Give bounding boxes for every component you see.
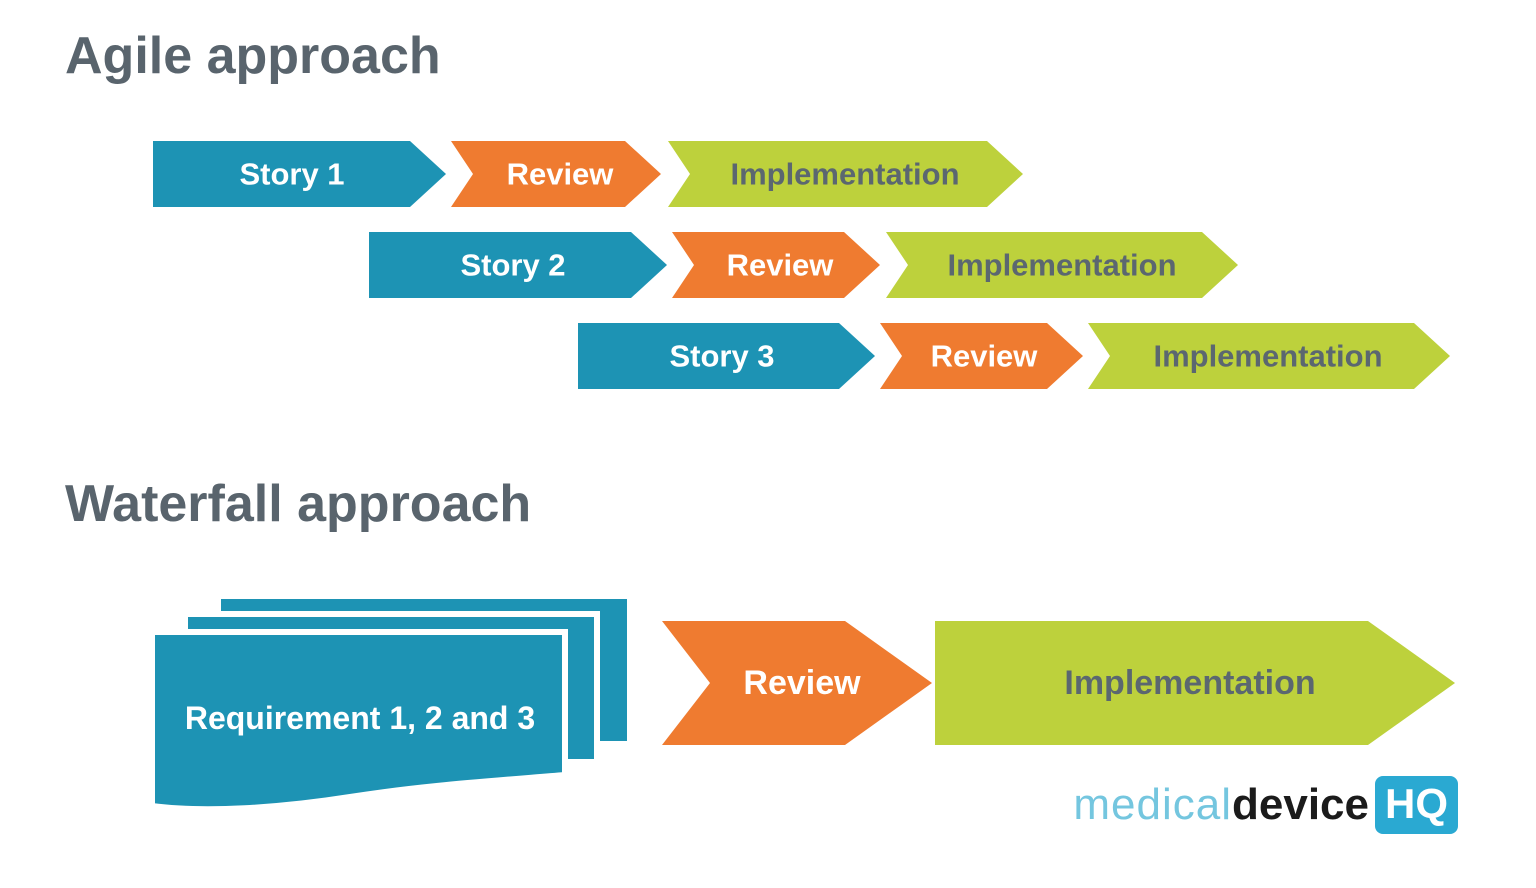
waterfall-section-title: Waterfall approach bbox=[65, 475, 532, 533]
agile-row3-story-arrow bbox=[578, 323, 875, 389]
waterfall-review-label: Review bbox=[743, 664, 861, 702]
agile-row1-story-label: Story 1 bbox=[239, 157, 344, 192]
logo-medical-text: medical bbox=[1073, 780, 1233, 829]
agile-section-title: Agile approach bbox=[65, 27, 441, 85]
requirement-doc-front bbox=[149, 629, 568, 813]
agile-row2-story-label: Story 2 bbox=[460, 248, 565, 283]
logo-device-text: device bbox=[1232, 780, 1369, 829]
agile-row1-implementation-label: Implementation bbox=[730, 157, 959, 192]
agile-row1-review-arrow bbox=[451, 141, 661, 207]
agile-row3-implementation-arrow bbox=[1088, 323, 1450, 389]
waterfall-implementation-arrow bbox=[935, 621, 1455, 745]
agile-row2-review-label: Review bbox=[727, 248, 835, 283]
logo-hq-badge: HQ bbox=[1375, 776, 1458, 834]
agile-row3-implementation-label: Implementation bbox=[1153, 339, 1382, 374]
waterfall-implementation-label: Implementation bbox=[1064, 664, 1315, 702]
agile-row1-review-label: Review bbox=[507, 157, 615, 192]
waterfall-review-arrow bbox=[662, 621, 932, 745]
requirement-label: Requirement 1, 2 and 3 bbox=[185, 700, 535, 736]
agile-row2-implementation-arrow bbox=[886, 232, 1238, 298]
agile-row3-story-label: Story 3 bbox=[669, 339, 774, 374]
requirements-document-stack: Requirement 1, 2 and 3 bbox=[149, 593, 633, 813]
agile-row1-implementation-arrow bbox=[668, 141, 1023, 207]
agile-row2-implementation-label: Implementation bbox=[947, 248, 1176, 283]
agile-row1-story-arrow bbox=[153, 141, 446, 207]
agile-row2-review-arrow bbox=[672, 232, 880, 298]
agile-row3-review-arrow bbox=[880, 323, 1083, 389]
agile-row3-review-label: Review bbox=[931, 339, 1039, 374]
agile-row2-story-arrow bbox=[369, 232, 667, 298]
